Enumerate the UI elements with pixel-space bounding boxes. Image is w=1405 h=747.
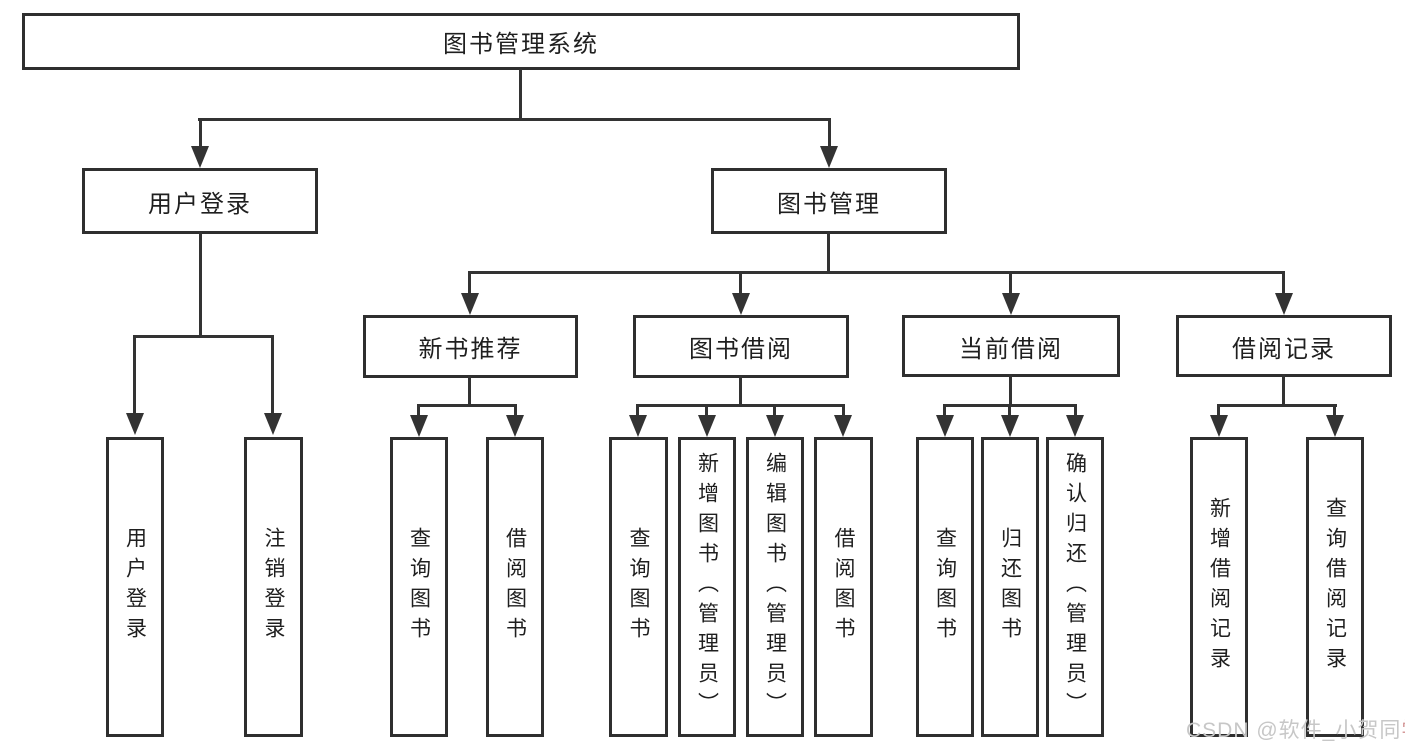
arrow-down-borrow-records (1275, 293, 1293, 315)
connector-borrow-records-bar (1217, 404, 1337, 407)
leaf-br-add-record: 新增借阅记录 (1190, 437, 1248, 737)
connector-arrow-shaft-cb-return (1008, 404, 1011, 418)
arrow-down-nb-query (410, 415, 428, 437)
leaf-cb-confirm-return-admin: 确认归还（管理员） (1046, 437, 1104, 737)
connector-arrow-shaft-borrow-records (1282, 271, 1285, 295)
arrow-down-leaf-login (126, 413, 144, 435)
connector-borrow-records-stub (1282, 374, 1285, 407)
leaf-nb-query-books: 查询图书 (390, 437, 448, 737)
leaf-user-login-label: 用户登录 (123, 527, 147, 647)
node-book-management-label: 图书管理 (777, 190, 881, 218)
node-book-management: 图书管理 (711, 168, 947, 234)
leaf-bb-query-books: 查询图书 (609, 437, 668, 737)
connector-arrow-shaft-new-books (468, 271, 471, 295)
connector-book-mgmt-bar (469, 271, 1285, 274)
arrow-down-book-mgmt (820, 146, 838, 168)
leaf-user-login: 用户登录 (106, 437, 164, 737)
connector-new-books-bar (417, 404, 517, 407)
node-borrow-records: 借阅记录 (1176, 315, 1392, 377)
node-book-borrow: 图书借阅 (633, 315, 849, 378)
arrow-down-new-books (461, 293, 479, 315)
leaf-br-add-record-label: 新增借阅记录 (1207, 497, 1231, 677)
connector-arrow-shaft-bb-query (636, 404, 639, 418)
connector-arrow-shaft-bb-edit (773, 404, 776, 418)
connector-arrow-shaft-nb-query (417, 404, 420, 418)
connector-root-stub (519, 69, 522, 120)
node-root-library-system: 图书管理系统 (22, 13, 1020, 70)
node-current-borrow-label: 当前借阅 (959, 335, 1063, 363)
leaf-cb-query-books: 查询图书 (916, 437, 974, 737)
node-new-book-recommend: 新书推荐 (363, 315, 578, 378)
arrow-down-current-borrow (1002, 293, 1020, 315)
leaf-bb-add-books-admin-label: 新增图书（管理员） (695, 452, 719, 722)
node-current-borrow: 当前借阅 (902, 315, 1120, 377)
leaf-bb-edit-books-admin-label: 编辑图书（管理员） (763, 452, 787, 722)
arrow-down-br-query (1326, 415, 1344, 437)
node-user-login-label: 用户登录 (148, 190, 252, 218)
arrow-down-book-borrow (732, 293, 750, 315)
connector-arrow-shaft-leaf-logout (271, 335, 274, 415)
leaf-bb-borrow-books-label: 借阅图书 (832, 527, 855, 647)
arrow-down-cb-confirm (1066, 415, 1084, 437)
arrow-down-bb-query (629, 415, 647, 437)
connector-user-login-stub (199, 232, 202, 338)
connector-arrow-shaft-user-login (199, 118, 202, 149)
leaf-br-query-record: 查询借阅记录 (1306, 437, 1364, 737)
connector-arrow-shaft-cb-query (943, 404, 946, 418)
leaf-cb-return-books-label: 归还图书 (998, 527, 1022, 647)
node-root-label: 图书管理系统 (443, 31, 599, 58)
csdn-watermark-accent: 学 (1401, 719, 1405, 742)
leaf-bb-edit-books-admin: 编辑图书（管理员） (746, 437, 804, 737)
leaf-logout: 注销登录 (244, 437, 303, 737)
node-user-login: 用户登录 (82, 168, 318, 234)
node-new-book-recommend-label: 新书推荐 (418, 336, 523, 363)
leaf-nb-borrow-books: 借阅图书 (486, 437, 544, 737)
connector-arrow-shaft-br-add (1217, 404, 1220, 418)
leaf-nb-borrow-books-label: 借阅图书 (503, 527, 527, 647)
connector-book-borrow-stub (739, 376, 742, 407)
connector-arrow-shaft-cb-confirm (1074, 404, 1077, 418)
connector-arrow-shaft-bb-borrow (842, 404, 845, 418)
arrow-down-bb-edit (766, 415, 784, 437)
arrow-down-user-login (191, 146, 209, 168)
connector-book-borrow-bar (636, 404, 845, 407)
leaf-bb-add-books-admin: 新增图书（管理员） (678, 437, 736, 737)
arrow-down-br-add (1210, 415, 1228, 437)
leaf-bb-borrow-books: 借阅图书 (814, 437, 873, 737)
arrow-down-nb-borrow (506, 415, 524, 437)
connector-arrow-shaft-book-borrow (739, 271, 742, 295)
arrow-down-bb-add (698, 415, 716, 437)
node-book-borrow-label: 图书借阅 (689, 336, 793, 363)
arrow-down-bb-borrow (834, 415, 852, 437)
arrow-down-leaf-logout (264, 413, 282, 435)
connector-arrow-shaft-book-mgmt (828, 118, 831, 149)
connector-new-books-stub (468, 376, 471, 407)
leaf-cb-return-books: 归还图书 (981, 437, 1039, 737)
connector-arrow-shaft-br-query (1333, 404, 1336, 418)
csdn-watermark: CSDN @软件_小贺同学 (1186, 714, 1405, 744)
connector-book-mgmt-stub (827, 232, 830, 274)
leaf-br-query-record-label: 查询借阅记录 (1323, 497, 1347, 677)
connector-arrow-shaft-leaf-login (133, 335, 136, 415)
leaf-cb-query-books-label: 查询图书 (933, 527, 957, 647)
leaf-logout-label: 注销登录 (262, 527, 285, 647)
leaf-nb-query-books-label: 查询图书 (407, 527, 431, 647)
connector-root-bar (198, 118, 831, 121)
arrow-down-cb-query (936, 415, 954, 437)
csdn-watermark-text: CSDN @软件_小贺同 (1186, 719, 1402, 742)
connector-arrow-shaft-current-borrow (1009, 271, 1012, 295)
node-borrow-records-label: 借阅记录 (1232, 335, 1336, 363)
arrow-down-cb-return (1001, 415, 1019, 437)
leaf-cb-confirm-return-admin-label: 确认归还（管理员） (1063, 452, 1087, 722)
connector-user-login-bar (133, 335, 274, 338)
connector-arrow-shaft-bb-add (705, 404, 708, 418)
leaf-bb-query-books-label: 查询图书 (627, 527, 650, 647)
connector-current-borrow-stub (1009, 374, 1012, 407)
connector-arrow-shaft-nb-borrow (514, 404, 517, 418)
